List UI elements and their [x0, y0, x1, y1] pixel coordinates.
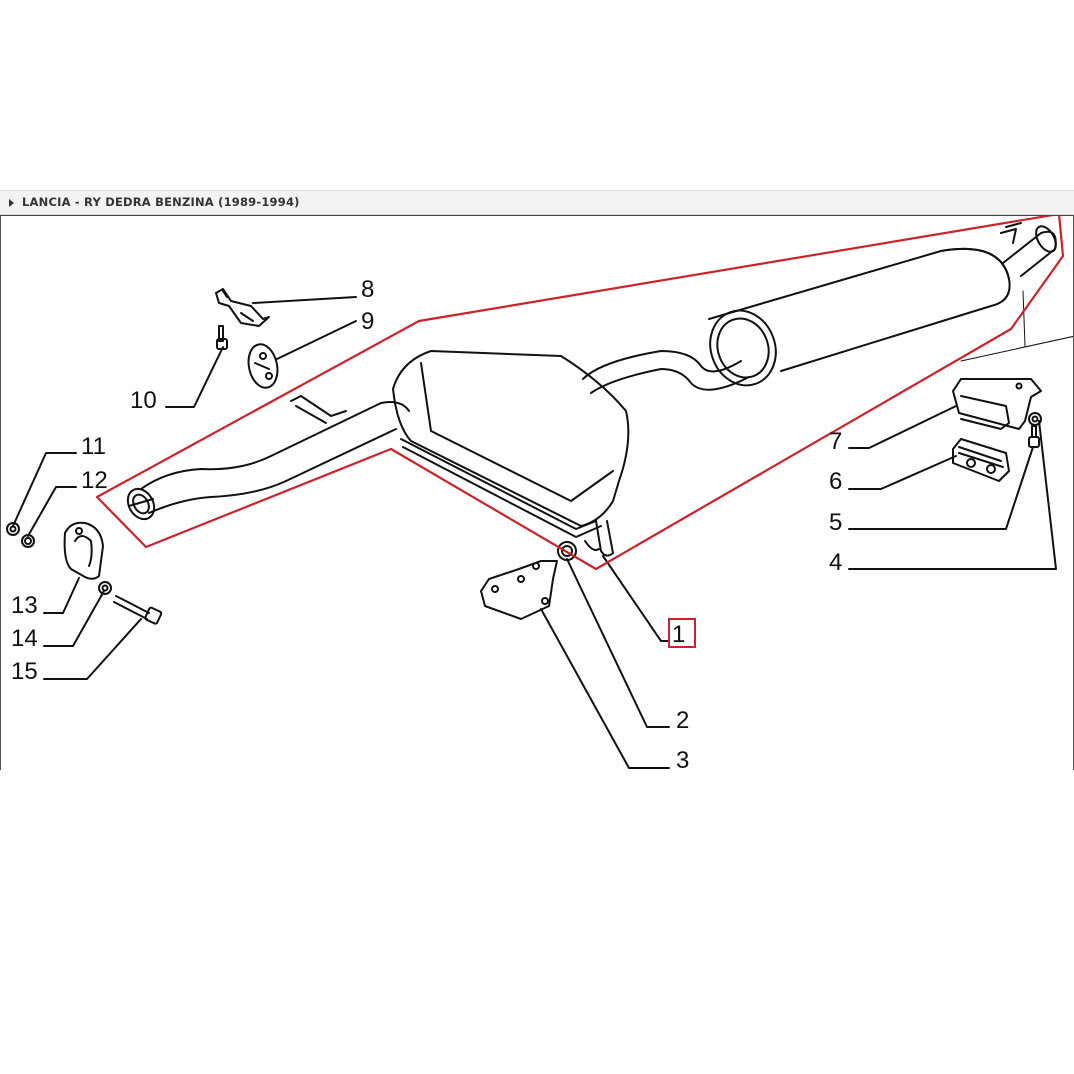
callout-7[interactable]: 7: [829, 428, 842, 455]
callout-13[interactable]: 13: [11, 592, 38, 619]
rear-muffler: [708, 222, 1057, 387]
part-7-hanger-bracket: [952, 378, 1042, 430]
callout-1[interactable]: 1: [672, 621, 685, 648]
part-6-rubber-block: [952, 438, 1010, 482]
breadcrumb-label[interactable]: LANCIA - RY DEDRA BENZINA (1989-1994): [22, 195, 300, 209]
connecting-pipe: [582, 350, 750, 394]
part-13-clamp: [63, 521, 104, 580]
callout-8[interactable]: 8: [361, 276, 374, 303]
caret-right-icon[interactable]: [9, 199, 14, 207]
central-silencer: [392, 350, 630, 557]
callout-4[interactable]: 4: [829, 549, 842, 576]
part-3-plate: [480, 560, 558, 620]
callout-14[interactable]: 14: [11, 625, 38, 652]
part-1-highlight-outline[interactable]: [95, 216, 1065, 571]
selected-part-box[interactable]: [668, 618, 696, 648]
exploded-parts-diagram: 1 2 3 4 5 6 7 8 9 10 11 12 13 14 15: [0, 215, 1074, 770]
callout-11[interactable]: 11: [81, 433, 106, 460]
callout-2[interactable]: 2: [676, 707, 689, 734]
callout-5[interactable]: 5: [829, 509, 842, 536]
callout-9[interactable]: 9: [361, 308, 374, 335]
callout-10[interactable]: 10: [130, 387, 157, 414]
callout-15[interactable]: 15: [11, 658, 38, 685]
part-15-bolt: [113, 595, 163, 625]
callout-6[interactable]: 6: [829, 468, 842, 495]
front-pipe: [126, 395, 410, 521]
part-8-bracket: [215, 288, 270, 327]
part-4-nut: [1028, 412, 1042, 426]
part-9-rubber-mount: [247, 343, 279, 389]
leader-lines: [12, 296, 1057, 769]
part-5-bolt: [1028, 425, 1040, 448]
callout-3[interactable]: 3: [676, 747, 689, 770]
part-10-bolt: [216, 325, 228, 350]
breadcrumb: LANCIA - RY DEDRA BENZINA (1989-1994): [0, 190, 1074, 215]
part-14-washer: [98, 581, 112, 595]
callout-12[interactable]: 12: [81, 467, 108, 494]
